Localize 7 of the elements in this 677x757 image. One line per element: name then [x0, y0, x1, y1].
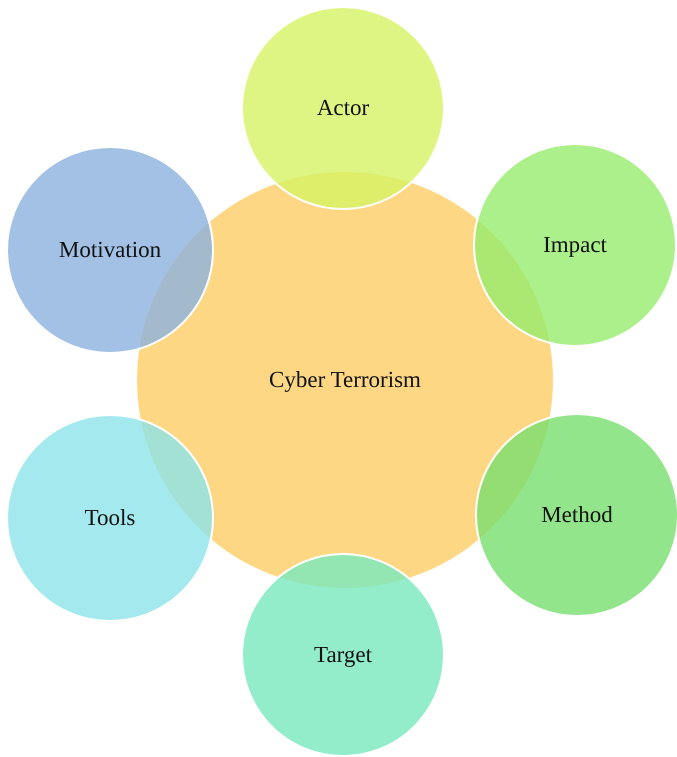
topic-label: Tools	[84, 505, 136, 531]
central-label: Cyber Terrorism	[269, 367, 421, 393]
topic-label: Target	[314, 642, 372, 668]
topic-label: Impact	[543, 232, 607, 258]
topic-label: Method	[541, 502, 613, 528]
topic-label: Motivation	[58, 237, 162, 263]
topic-label: Actor	[316, 95, 370, 121]
